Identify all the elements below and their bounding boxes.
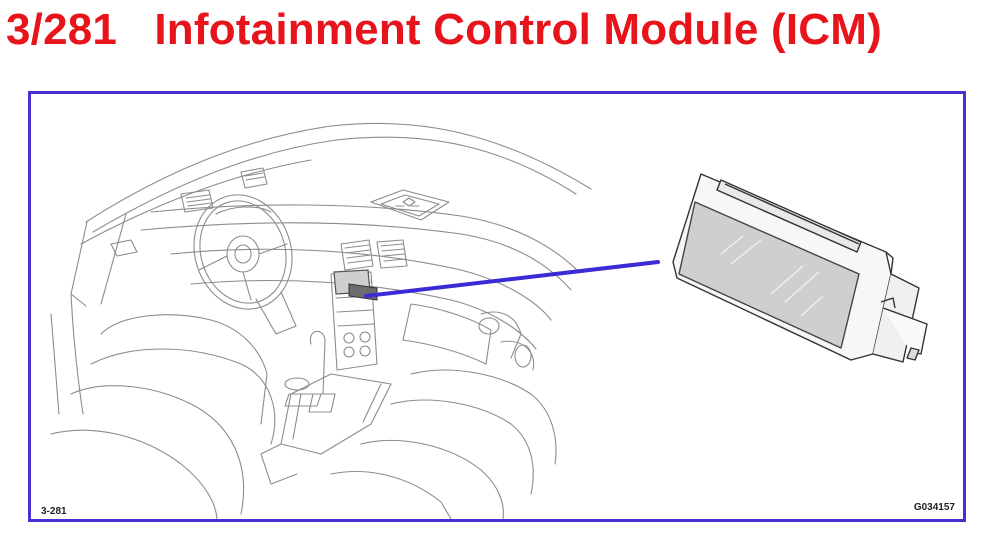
icm-unit-illustration	[672, 173, 928, 363]
leader-line	[364, 260, 660, 298]
page-title: 3/281 Infotainment Control Module (ICM)	[6, 5, 882, 54]
diagram-svg	[50, 122, 928, 519]
dashboard-illustration	[50, 122, 592, 519]
figure-code-left: 3-281	[41, 506, 67, 517]
icm-location-marker	[333, 269, 378, 301]
figure-code-right: G034157	[913, 502, 955, 513]
diagram-frame: 3-281 G034157	[28, 91, 966, 522]
